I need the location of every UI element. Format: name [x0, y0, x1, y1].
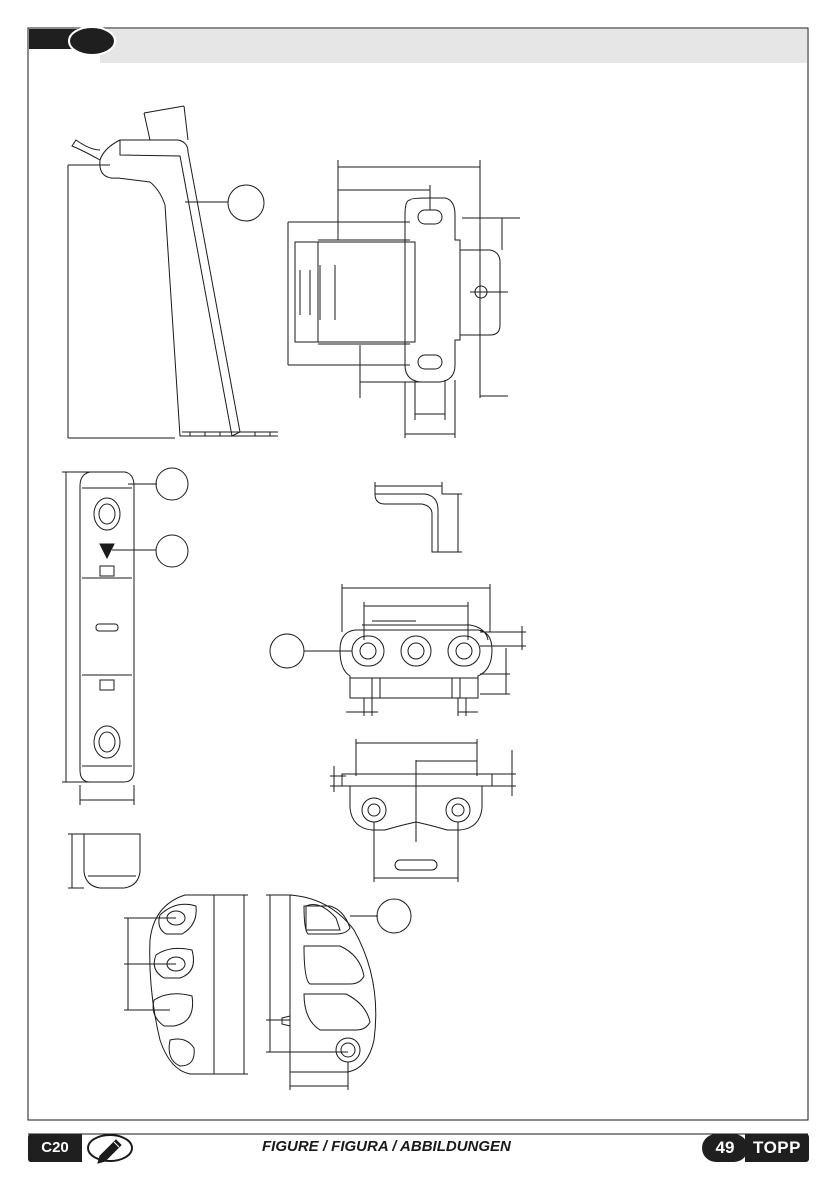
fig-curved-bracket-left	[124, 895, 248, 1074]
fig-three-hole-plate	[270, 584, 526, 716]
header-tab-oval	[69, 27, 115, 55]
fig-tall-bracket	[68, 106, 278, 438]
fig-hinge-top	[288, 160, 520, 438]
callout-circle	[377, 899, 411, 933]
header-band	[29, 27, 807, 63]
fig-small-cap	[68, 834, 140, 888]
fig-small-l-bracket	[375, 482, 462, 552]
arrow-marker	[100, 544, 114, 558]
callout-circle	[228, 185, 264, 221]
callout-circle	[270, 634, 304, 668]
fig-bracket-plate	[330, 739, 516, 882]
footer-caption: FIGURE / FIGURA / ABBILDUNGEN	[262, 1138, 511, 1155]
callout-circle	[156, 535, 188, 567]
section-code: C20	[28, 1134, 82, 1162]
footer-pencil-badge	[88, 1135, 132, 1163]
page-number: 49	[702, 1134, 748, 1162]
brand-logo: TOPP	[745, 1134, 809, 1162]
fig-vertical-strip	[62, 468, 188, 805]
fig-curved-bracket-right	[266, 895, 411, 1090]
page-border	[28, 28, 808, 1120]
callout-circle	[156, 468, 188, 500]
